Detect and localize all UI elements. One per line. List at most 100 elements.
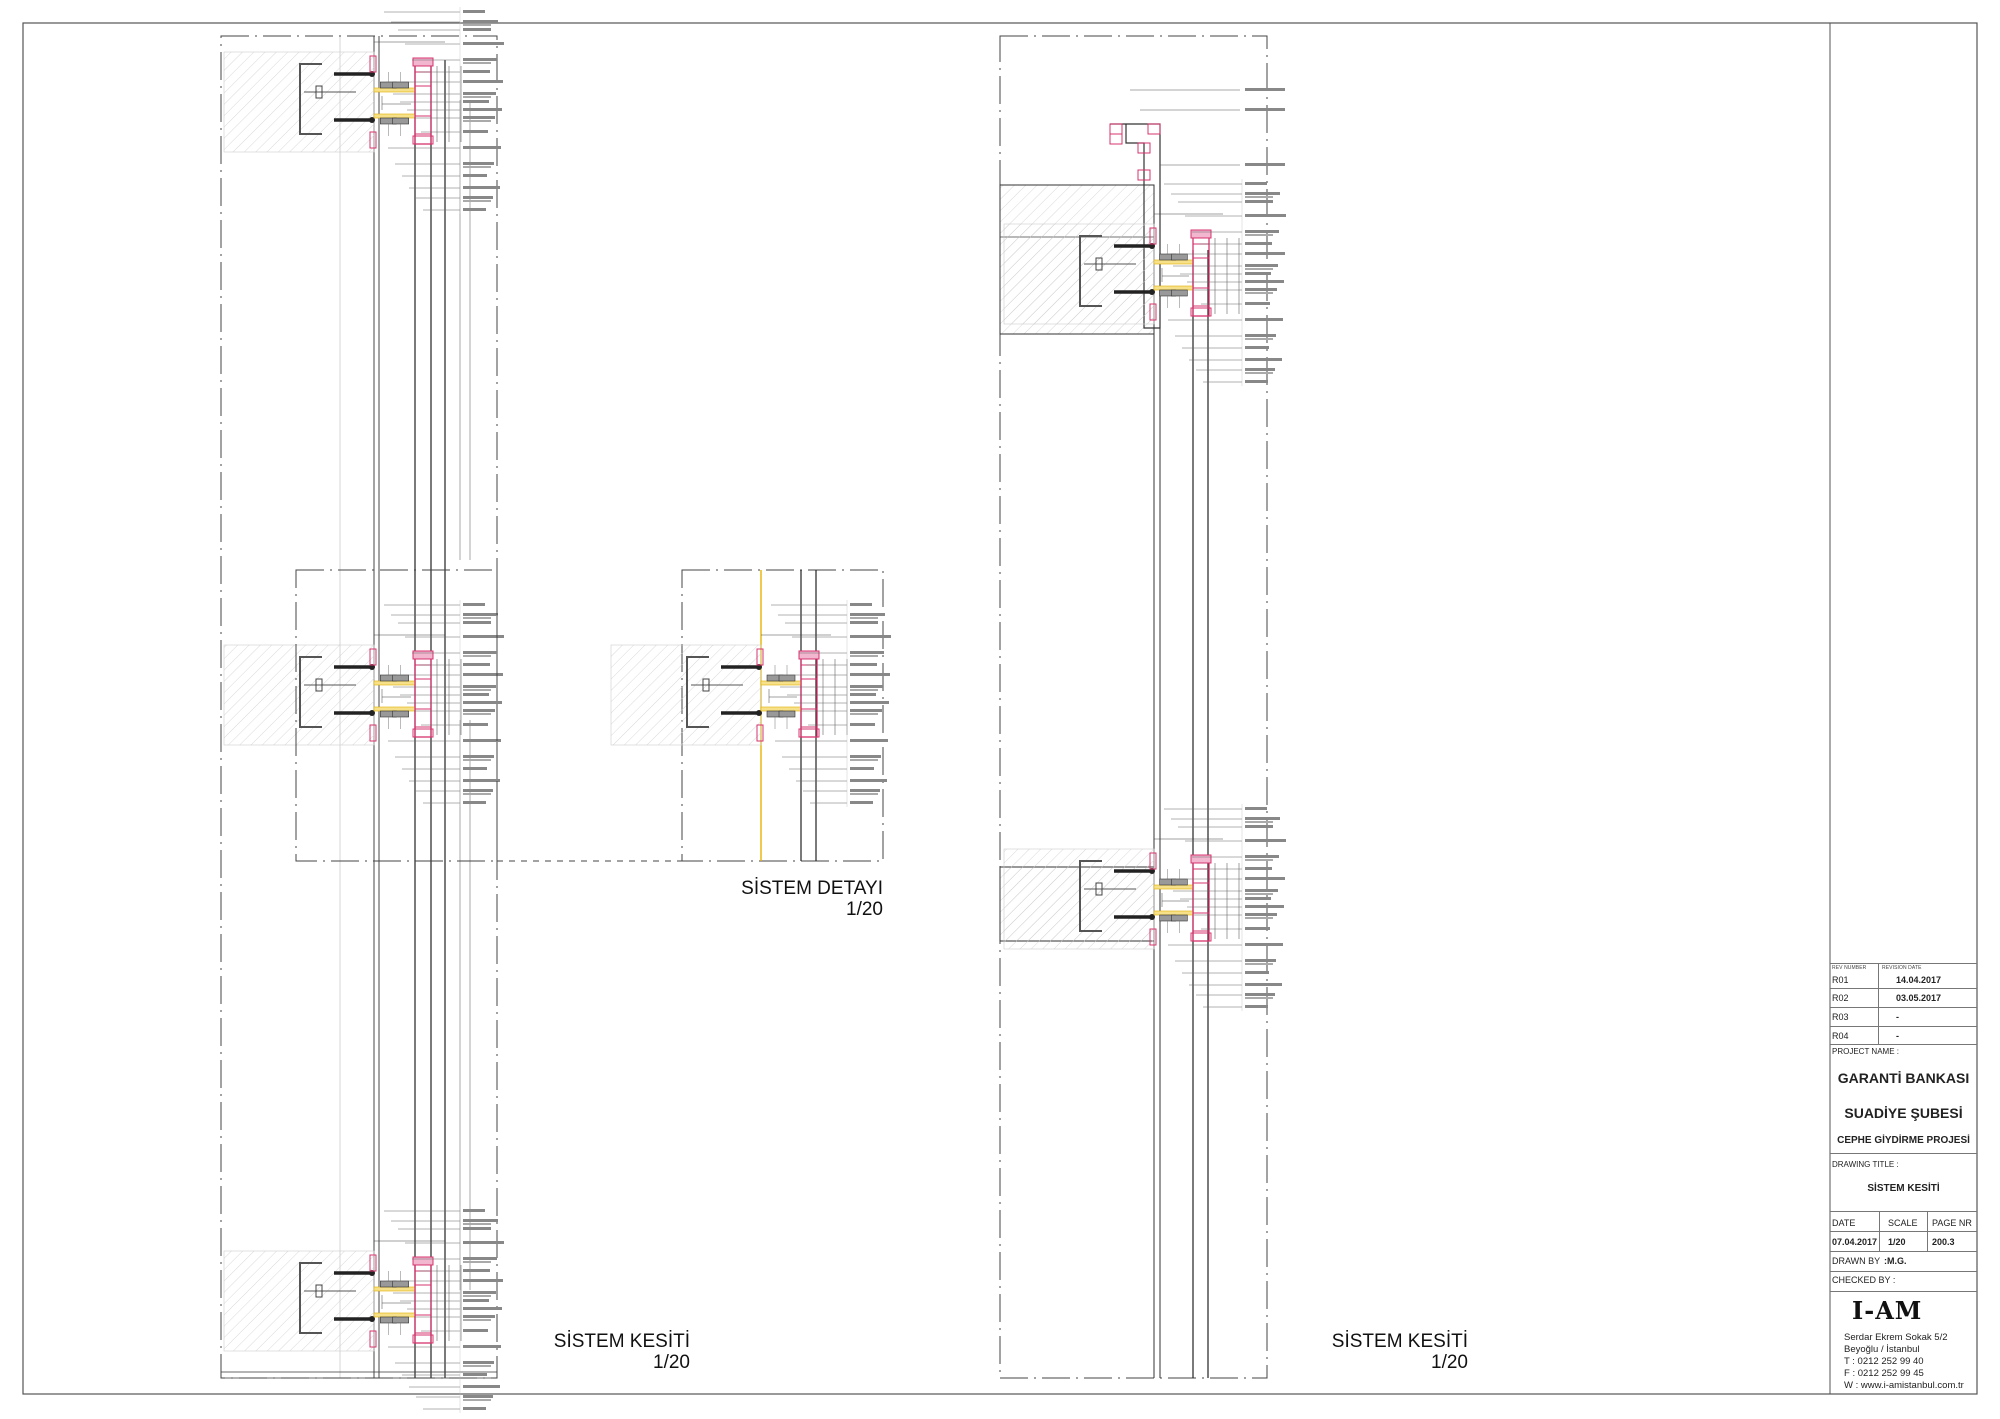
project-name-label: PROJECT NAME : bbox=[1832, 1047, 1899, 1056]
parapet-block bbox=[1109, 123, 1123, 135]
annotation-text bbox=[1245, 242, 1272, 245]
annotation-text bbox=[1245, 214, 1286, 217]
clip bbox=[392, 1280, 409, 1288]
bracket-channel bbox=[686, 656, 709, 728]
bolt-head bbox=[1149, 289, 1155, 295]
clip bbox=[392, 81, 409, 89]
annotation-text bbox=[1245, 807, 1267, 810]
annotation-text bbox=[463, 108, 502, 111]
divider bbox=[1830, 964, 1977, 1232]
annotation-text bbox=[850, 621, 878, 624]
mullion-chamber bbox=[414, 708, 432, 728]
annotation-text bbox=[1245, 889, 1278, 892]
gasket bbox=[373, 87, 416, 93]
divider bbox=[1830, 964, 1977, 1154]
mullion-chamber bbox=[1192, 912, 1210, 932]
annotation-text bbox=[463, 1261, 491, 1263]
pressure-plate bbox=[412, 650, 434, 660]
pressure-plate bbox=[1190, 932, 1212, 942]
drawing-title: SİSTEM KESİTİ bbox=[1867, 1183, 1940, 1194]
bolt-head bbox=[369, 117, 375, 123]
mullion-chamber bbox=[414, 71, 432, 87]
bolt-head bbox=[369, 710, 375, 716]
rev-date: - bbox=[1896, 1012, 1899, 1022]
annotation-text bbox=[463, 689, 491, 691]
annotation-text bbox=[463, 1291, 496, 1294]
annotation-text bbox=[463, 116, 495, 119]
bolt-head bbox=[369, 1316, 375, 1322]
project-name-line1: GARANTİ BANKASI bbox=[1837, 1070, 1970, 1086]
annotation-text bbox=[1245, 234, 1273, 236]
rev-number: R01 bbox=[1832, 975, 1849, 985]
pressure-plate bbox=[412, 135, 434, 145]
nut bbox=[315, 85, 323, 99]
annotation-text bbox=[1245, 817, 1280, 820]
gasket bbox=[373, 1286, 416, 1292]
annotation-text bbox=[1245, 358, 1282, 361]
annotation-text bbox=[463, 789, 493, 792]
annotation-text bbox=[463, 92, 496, 95]
annotation-text bbox=[463, 1241, 504, 1244]
annotation-text bbox=[850, 759, 878, 761]
annotation-text bbox=[463, 617, 491, 619]
nut bbox=[702, 678, 710, 692]
annotation-text bbox=[1245, 372, 1273, 374]
bolt-head bbox=[756, 710, 762, 716]
annotation-text bbox=[463, 1219, 498, 1222]
annotation-text bbox=[850, 693, 876, 696]
rev-number: R02 bbox=[1832, 993, 1849, 1003]
annotation-text bbox=[463, 62, 491, 64]
annotation-text bbox=[1245, 196, 1273, 198]
annotation-text bbox=[1245, 334, 1276, 337]
annotation-text bbox=[850, 673, 890, 676]
annotation-text bbox=[463, 1223, 491, 1225]
annotation-text bbox=[1245, 943, 1283, 946]
annotation-text bbox=[850, 713, 878, 715]
annotation-text bbox=[1245, 897, 1271, 900]
date-label: DATE bbox=[1832, 1218, 1856, 1228]
annotation-text bbox=[463, 713, 491, 715]
annotation-text bbox=[463, 120, 491, 122]
divider bbox=[1830, 964, 1977, 1212]
nut bbox=[1095, 882, 1103, 896]
annotation-text bbox=[1245, 230, 1279, 233]
annotation-text bbox=[463, 196, 493, 199]
rev-number: R04 bbox=[1832, 1031, 1849, 1041]
annotation-text bbox=[463, 1257, 497, 1260]
annotation-text bbox=[463, 621, 491, 624]
address-line1: Serdar Ekrem Sokak 5/2 bbox=[1844, 1332, 1948, 1343]
annotation-text bbox=[463, 1329, 488, 1332]
scale-value: 1/20 bbox=[1888, 1237, 1906, 1247]
annotation-text bbox=[463, 1279, 503, 1282]
annotation-text bbox=[463, 80, 503, 83]
annotation-text bbox=[463, 779, 500, 782]
annotation-text bbox=[850, 663, 877, 666]
annotation-text bbox=[850, 685, 883, 688]
annotation-text bbox=[1245, 200, 1273, 203]
revision-row: R02 03.05.2017 bbox=[1830, 988, 1977, 1008]
annotation-text bbox=[463, 793, 491, 795]
annotation-text bbox=[463, 186, 500, 189]
annotation-text bbox=[463, 1345, 501, 1348]
pressure-plate bbox=[412, 1256, 434, 1266]
annotation-text bbox=[1245, 280, 1284, 283]
website: W : www.i-amistanbul.com.tr bbox=[1844, 1380, 1964, 1391]
clip bbox=[1171, 253, 1188, 261]
annotation-text bbox=[463, 100, 489, 103]
mullion-chamber bbox=[414, 664, 432, 680]
rev-date: 14.04.2017 bbox=[1896, 975, 1942, 985]
annotation-text bbox=[1245, 983, 1282, 986]
annotation-text bbox=[1245, 380, 1268, 383]
divider bbox=[1830, 964, 1977, 1272]
annotation-text bbox=[1245, 963, 1273, 965]
gasket bbox=[760, 706, 802, 712]
column-divider bbox=[1879, 1211, 1880, 1251]
nut bbox=[315, 1284, 323, 1298]
annotation-text bbox=[463, 1299, 489, 1302]
annotation-text bbox=[1245, 997, 1273, 999]
phone: T : 0212 252 99 40 bbox=[1844, 1356, 1924, 1367]
mullion-chamber bbox=[414, 1270, 432, 1286]
annotation-text bbox=[1245, 855, 1279, 858]
divider bbox=[1830, 964, 1977, 1292]
